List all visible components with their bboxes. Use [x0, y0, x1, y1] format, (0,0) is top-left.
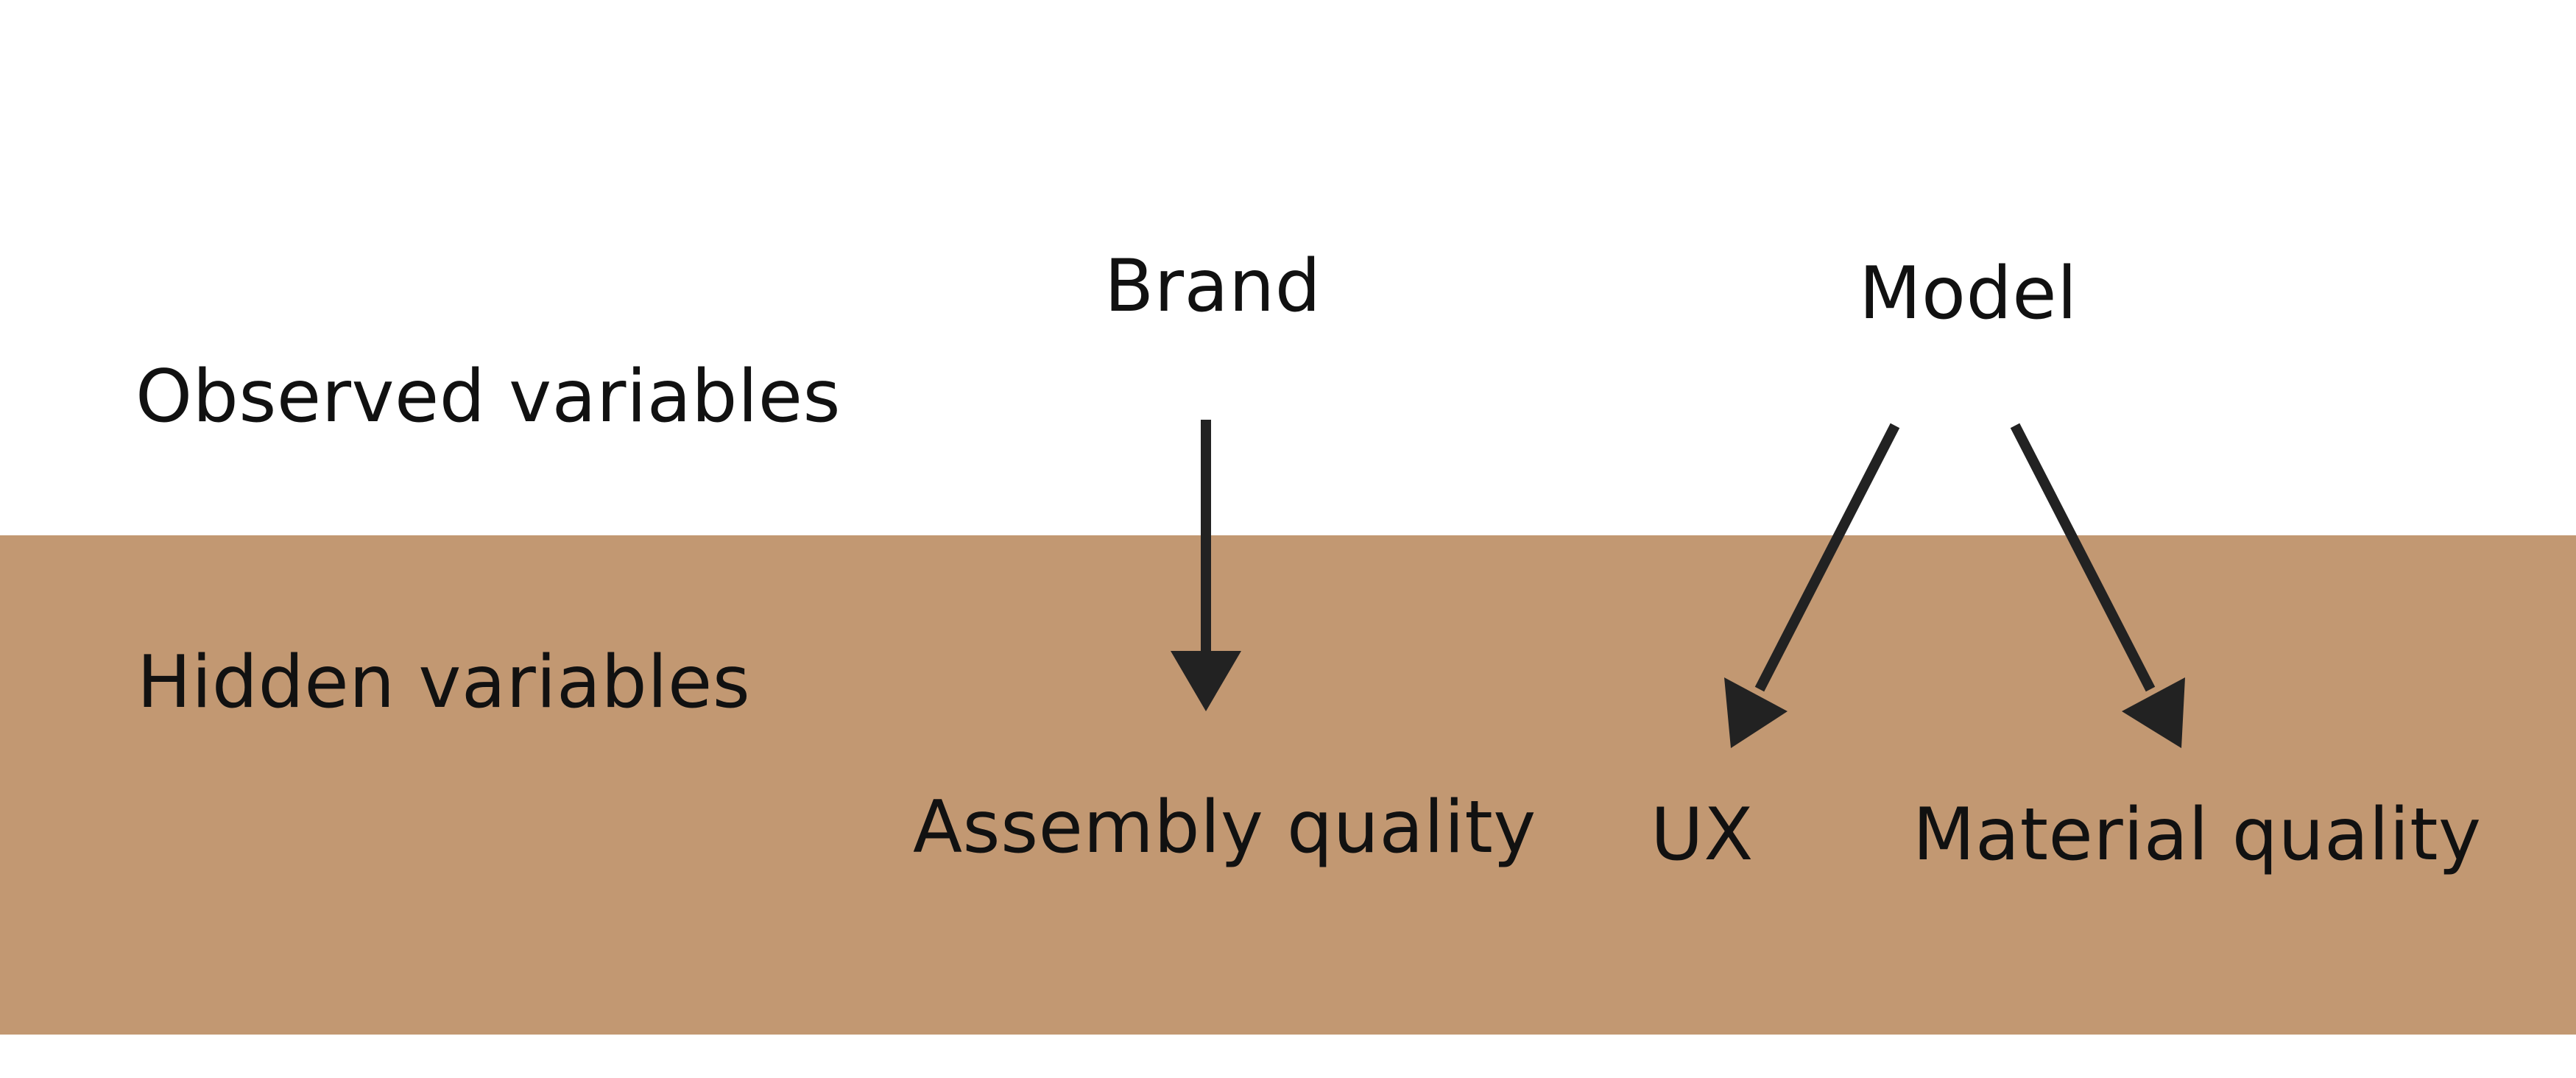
material-quality-node: Material quality — [1913, 793, 2482, 877]
arrow-model-to-ux — [1724, 423, 1900, 748]
arrow-model-to-material-quality — [2010, 423, 2185, 748]
brand-node: Brand — [1104, 244, 1321, 328]
model-node: Model — [1859, 252, 2078, 336]
hidden-variables-band — [0, 535, 2576, 1035]
ux-node: UX — [1651, 793, 1754, 877]
observed-variables-label: Observed variables — [135, 355, 841, 439]
assembly-quality-node: Assembly quality — [913, 786, 1536, 870]
hidden-variables-label: Hidden variables — [137, 641, 751, 725]
arrow-brand-to-assembly-quality — [1171, 420, 1241, 711]
